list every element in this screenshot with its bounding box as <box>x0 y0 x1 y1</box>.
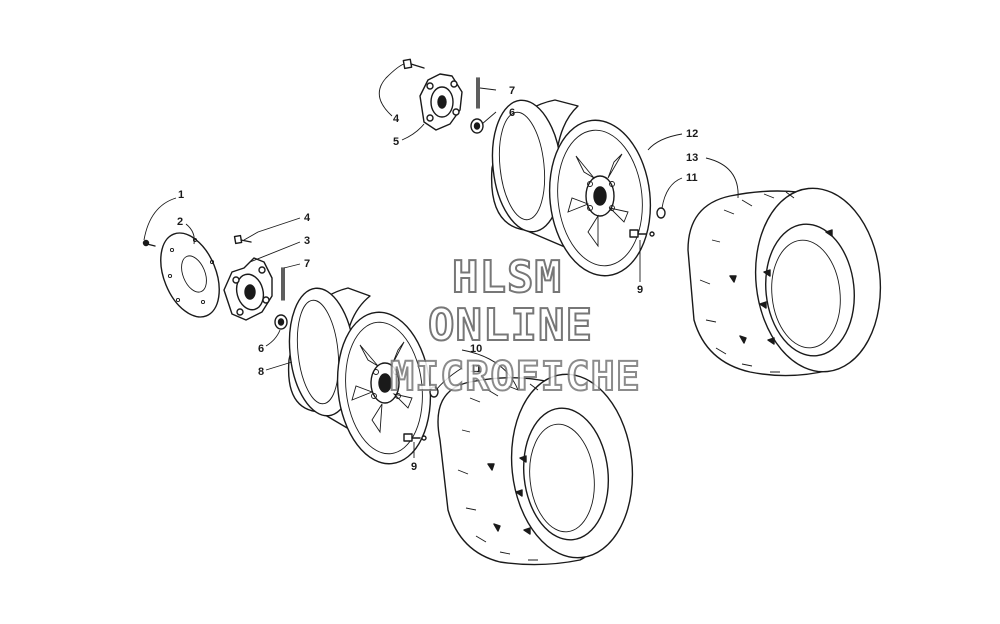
callout-10: 10 <box>470 343 482 355</box>
callout-7-lower: 7 <box>304 258 310 270</box>
callout-12: 12 <box>686 128 698 140</box>
tire-upper <box>687 187 882 377</box>
hub-bolt-upper <box>402 58 425 70</box>
callout-8: 8 <box>258 366 264 378</box>
lug-nut-upper <box>656 207 666 219</box>
wheel-rim-lower <box>287 287 432 465</box>
callout-4-upper: 4 <box>393 113 400 125</box>
wheel-hub-upper <box>419 73 463 131</box>
callout-2: 2 <box>177 216 183 228</box>
tire-lower <box>437 373 634 566</box>
callout-11-lower: 11 <box>470 363 482 375</box>
castle-nut-upper <box>470 118 484 134</box>
wheel-hub-lower <box>223 257 273 321</box>
callout-7-upper: 7 <box>509 85 515 97</box>
valve-stem-upper <box>629 229 655 238</box>
callout-6-upper: 6 <box>509 107 515 119</box>
callout-9-upper: 9 <box>637 284 643 296</box>
callout-6-lower: 6 <box>258 343 264 355</box>
callout-9-lower: 9 <box>411 461 417 473</box>
watermark-line-1: HLSM <box>451 251 562 304</box>
cotter-pin-upper <box>476 77 480 109</box>
castle-nut-lower <box>274 314 288 330</box>
callout-13: 13 <box>686 152 698 164</box>
leader-lines <box>143 63 739 458</box>
disc-bolt <box>142 239 156 247</box>
watermark-line-2: ONLINE <box>427 299 593 352</box>
cotter-pin-lower <box>281 267 285 301</box>
brake-disc <box>160 232 220 318</box>
callout-3: 3 <box>304 235 310 247</box>
callout-1: 1 <box>178 189 184 201</box>
callout-11-upper: 11 <box>686 172 698 184</box>
callout-labels: 1 2 4 3 7 6 8 10 11 9 4 5 7 6 12 13 11 9 <box>177 85 698 473</box>
callout-4-lower: 4 <box>304 212 311 224</box>
hub-bolt-lower <box>233 234 252 245</box>
callout-5: 5 <box>393 136 399 148</box>
wheel-rim-upper <box>490 99 652 277</box>
valve-stem-lower <box>403 433 427 442</box>
watermark-line-3: MICROFICHE <box>389 353 641 401</box>
